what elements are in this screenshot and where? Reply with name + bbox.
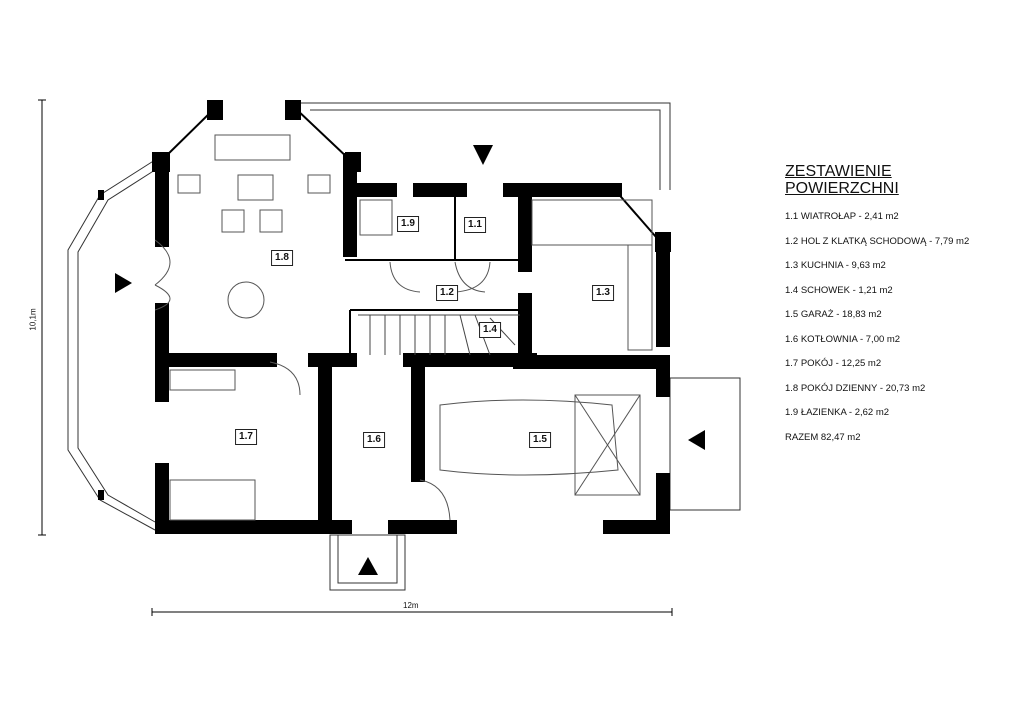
legend-item: 1.6 KOTŁOWNIA - 7,00 m2	[785, 333, 901, 345]
legend-item: 1.9 ŁAZIENKA - 2,62 m2	[785, 407, 890, 418]
legend-total: RAZEM 82,47 m2	[785, 431, 861, 443]
width-dimension: 12m	[403, 601, 419, 610]
legend-item: 1.3 KUCHNIA - 9,63 m2	[785, 260, 886, 271]
room-label-1-6: 1.6	[363, 432, 385, 448]
arrow-down-icon	[473, 145, 493, 165]
terrace-outline	[67, 102, 741, 591]
room-label-1-4: 1.4	[479, 322, 501, 338]
arrow-right-icon	[115, 273, 132, 293]
room-label-1-7: 1.7	[235, 429, 257, 445]
room-label-1-1: 1.1	[464, 217, 486, 233]
room-label-1-3: 1.3	[592, 285, 614, 301]
thin-walls	[161, 107, 664, 355]
dimension-lines	[38, 99, 673, 616]
room-label-1-2: 1.2	[436, 285, 458, 301]
arrow-left-icon	[688, 430, 705, 450]
furniture	[154, 134, 653, 521]
legend-item: 1.1 WIATROŁAP - 2,41 m2	[785, 211, 899, 222]
height-dimension: 10,1m	[28, 308, 38, 331]
direction-arrows	[115, 145, 705, 575]
legend-item: 1.4 SCHOWEK - 1,21 m2	[785, 284, 893, 296]
room-label-1-9: 1.9	[397, 216, 419, 232]
legend-title-line2: POWIERZCHNI	[785, 180, 899, 197]
legend-title-line1: ZESTAWIENIE	[785, 163, 892, 180]
room-label-1-5: 1.5	[529, 432, 551, 448]
legend-item: 1.7 POKÓJ - 12,25 m2	[785, 358, 882, 369]
walls	[155, 153, 670, 534]
legend-item: 1.2 HOL Z KLATKĄ SCHODOWĄ - 7,79 m2	[785, 235, 970, 247]
room-label-1-8: 1.8	[271, 250, 293, 266]
wall-corners	[98, 100, 671, 500]
arrow-up-icon	[358, 557, 378, 575]
legend-item: 1.5 GARAŻ - 18,83 m2	[785, 309, 882, 320]
legend-item: 1.8 POKÓJ DZIENNY - 20,73 m2	[785, 382, 926, 394]
